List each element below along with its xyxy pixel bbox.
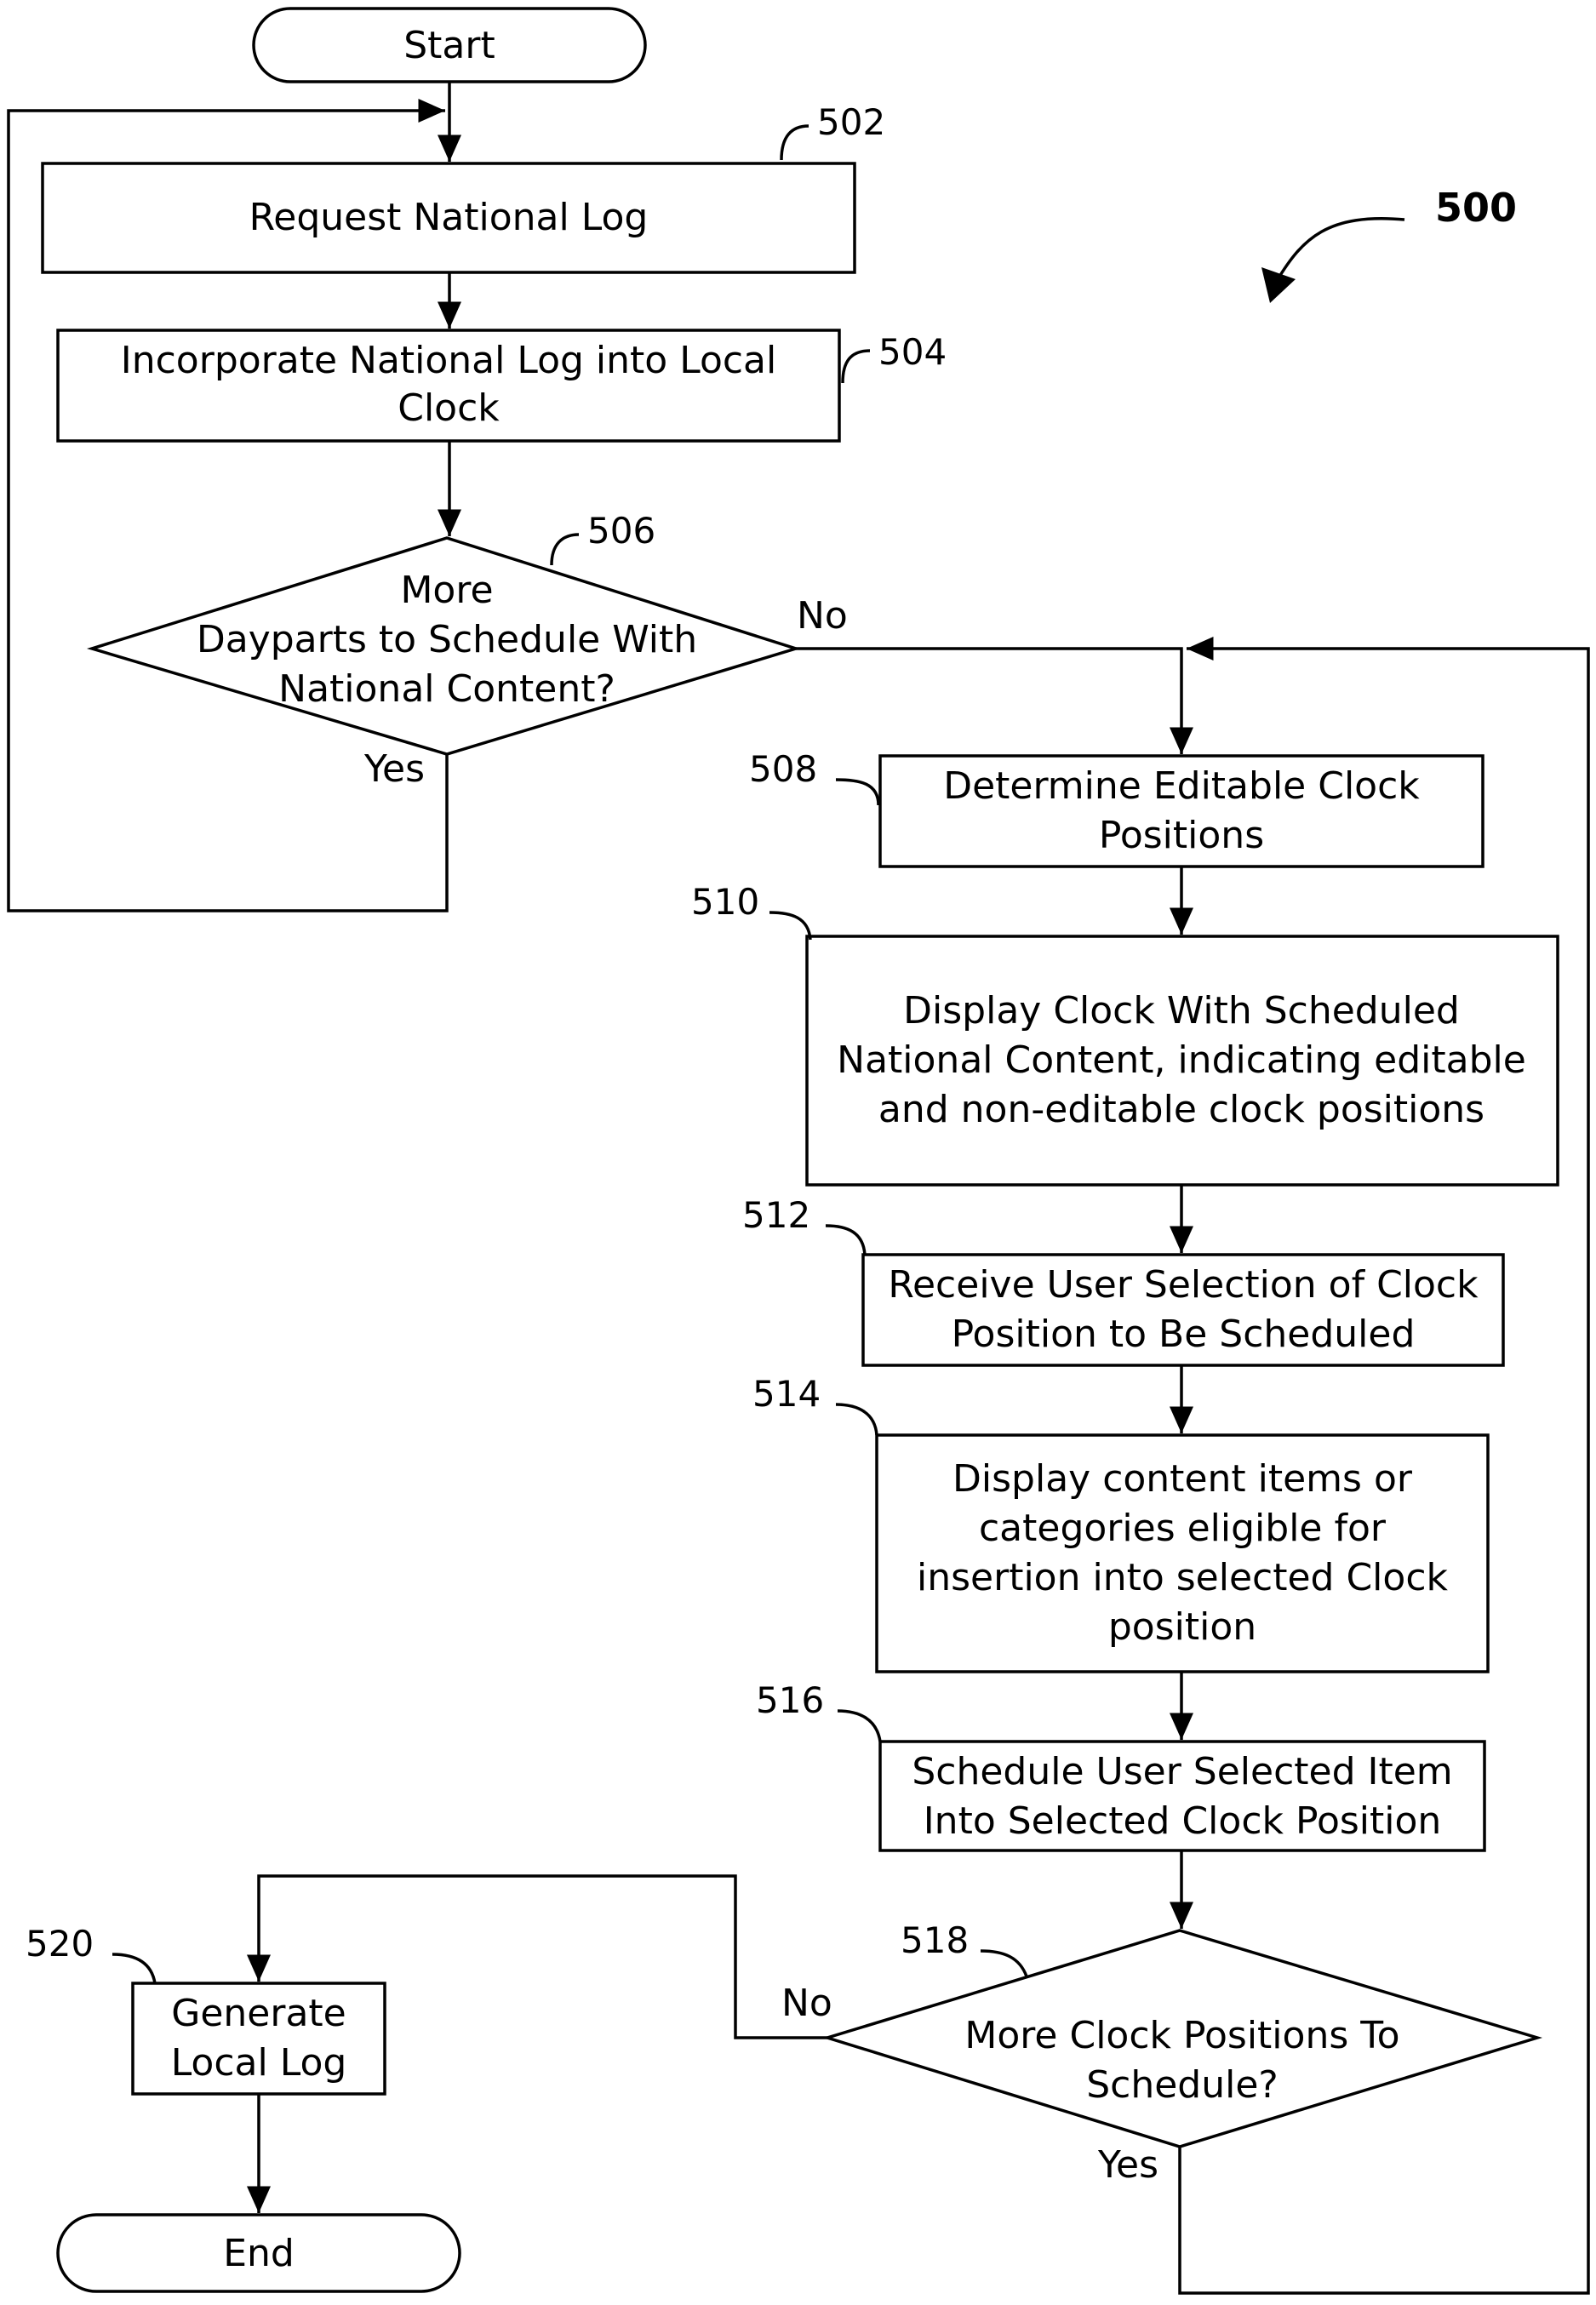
label-506-yes: Yes [363, 747, 425, 791]
leader-514 [836, 1404, 877, 1435]
ref-520: 520 [26, 1923, 94, 1965]
n512-label-line-1: Receive User Selection of Clock [888, 1263, 1479, 1307]
figure-ref-500: 500 [1435, 185, 1517, 231]
ref-510: 510 [691, 881, 759, 923]
leader-508 [836, 780, 878, 805]
n506-label-line-3: National Content? [278, 667, 615, 711]
ref-512: 512 [742, 1194, 810, 1236]
n508-label-line-1: Determine Editable Clock [943, 764, 1420, 808]
leader-512 [826, 1226, 865, 1255]
n508-label-line-2: Positions [1099, 814, 1264, 857]
n516-label-line-2: Into Selected Clock Position [924, 1799, 1442, 1843]
figure-500-arrow [1277, 219, 1404, 281]
leader-520 [112, 1954, 155, 1983]
label-518-no: No [781, 1982, 832, 2025]
label-518-yes: Yes [1097, 2143, 1158, 2187]
leader-506 [552, 535, 579, 565]
n502-label-line-1: Request National Log [249, 196, 649, 239]
n518-label-line-2: Schedule? [1086, 2063, 1279, 2107]
n516-label-line-1: Schedule User Selected Item [912, 1750, 1452, 1793]
n504-label-line-1: Incorporate National Log into Local [121, 339, 777, 382]
start-label-line-1: Start [403, 24, 495, 67]
leader-502 [781, 126, 809, 160]
ref-518: 518 [901, 1919, 969, 1961]
end-label-line-1: End [223, 2232, 295, 2275]
ref-502: 502 [817, 101, 885, 143]
label-506-no: No [797, 594, 848, 638]
n510-label-line-3: and non-editable clock positions [878, 1088, 1484, 1131]
leader-510 [769, 912, 810, 940]
n506-label-line-2: Dayparts to Schedule With [197, 618, 697, 661]
n510-label-line-1: Display Clock With Scheduled [903, 989, 1460, 1032]
n506-label-line-1: More [400, 569, 493, 612]
ref-506: 506 [587, 510, 655, 552]
ref-516: 516 [756, 1679, 824, 1721]
n520-label-line-2: Local Log [171, 2041, 347, 2085]
n518-label-line-1: More Clock Positions To [964, 2014, 1399, 2057]
figure-500-arrowhead [1261, 267, 1296, 303]
leader-504 [843, 351, 870, 383]
n512-label-line-2: Position to Be Scheduled [952, 1313, 1416, 1356]
n520-label-line-1: Generate [171, 1992, 346, 2035]
ref-514: 514 [752, 1373, 821, 1415]
n504-label-line-2: Clock [398, 386, 500, 430]
leader-516 [838, 1711, 880, 1742]
ref-504: 504 [878, 331, 947, 373]
n510-label-line-2: National Content, indicating editable [837, 1038, 1526, 1082]
n514-label-line-3: insertion into selected Clock [917, 1556, 1449, 1599]
edge-506-no [796, 649, 1181, 754]
n514-label-line-2: categories eligible for [979, 1507, 1387, 1550]
n514-label-line-4: position [1108, 1605, 1256, 1649]
ref-508: 508 [749, 748, 817, 790]
leader-518 [981, 1951, 1027, 1976]
n514-label-line-1: Display content items or [952, 1457, 1413, 1501]
